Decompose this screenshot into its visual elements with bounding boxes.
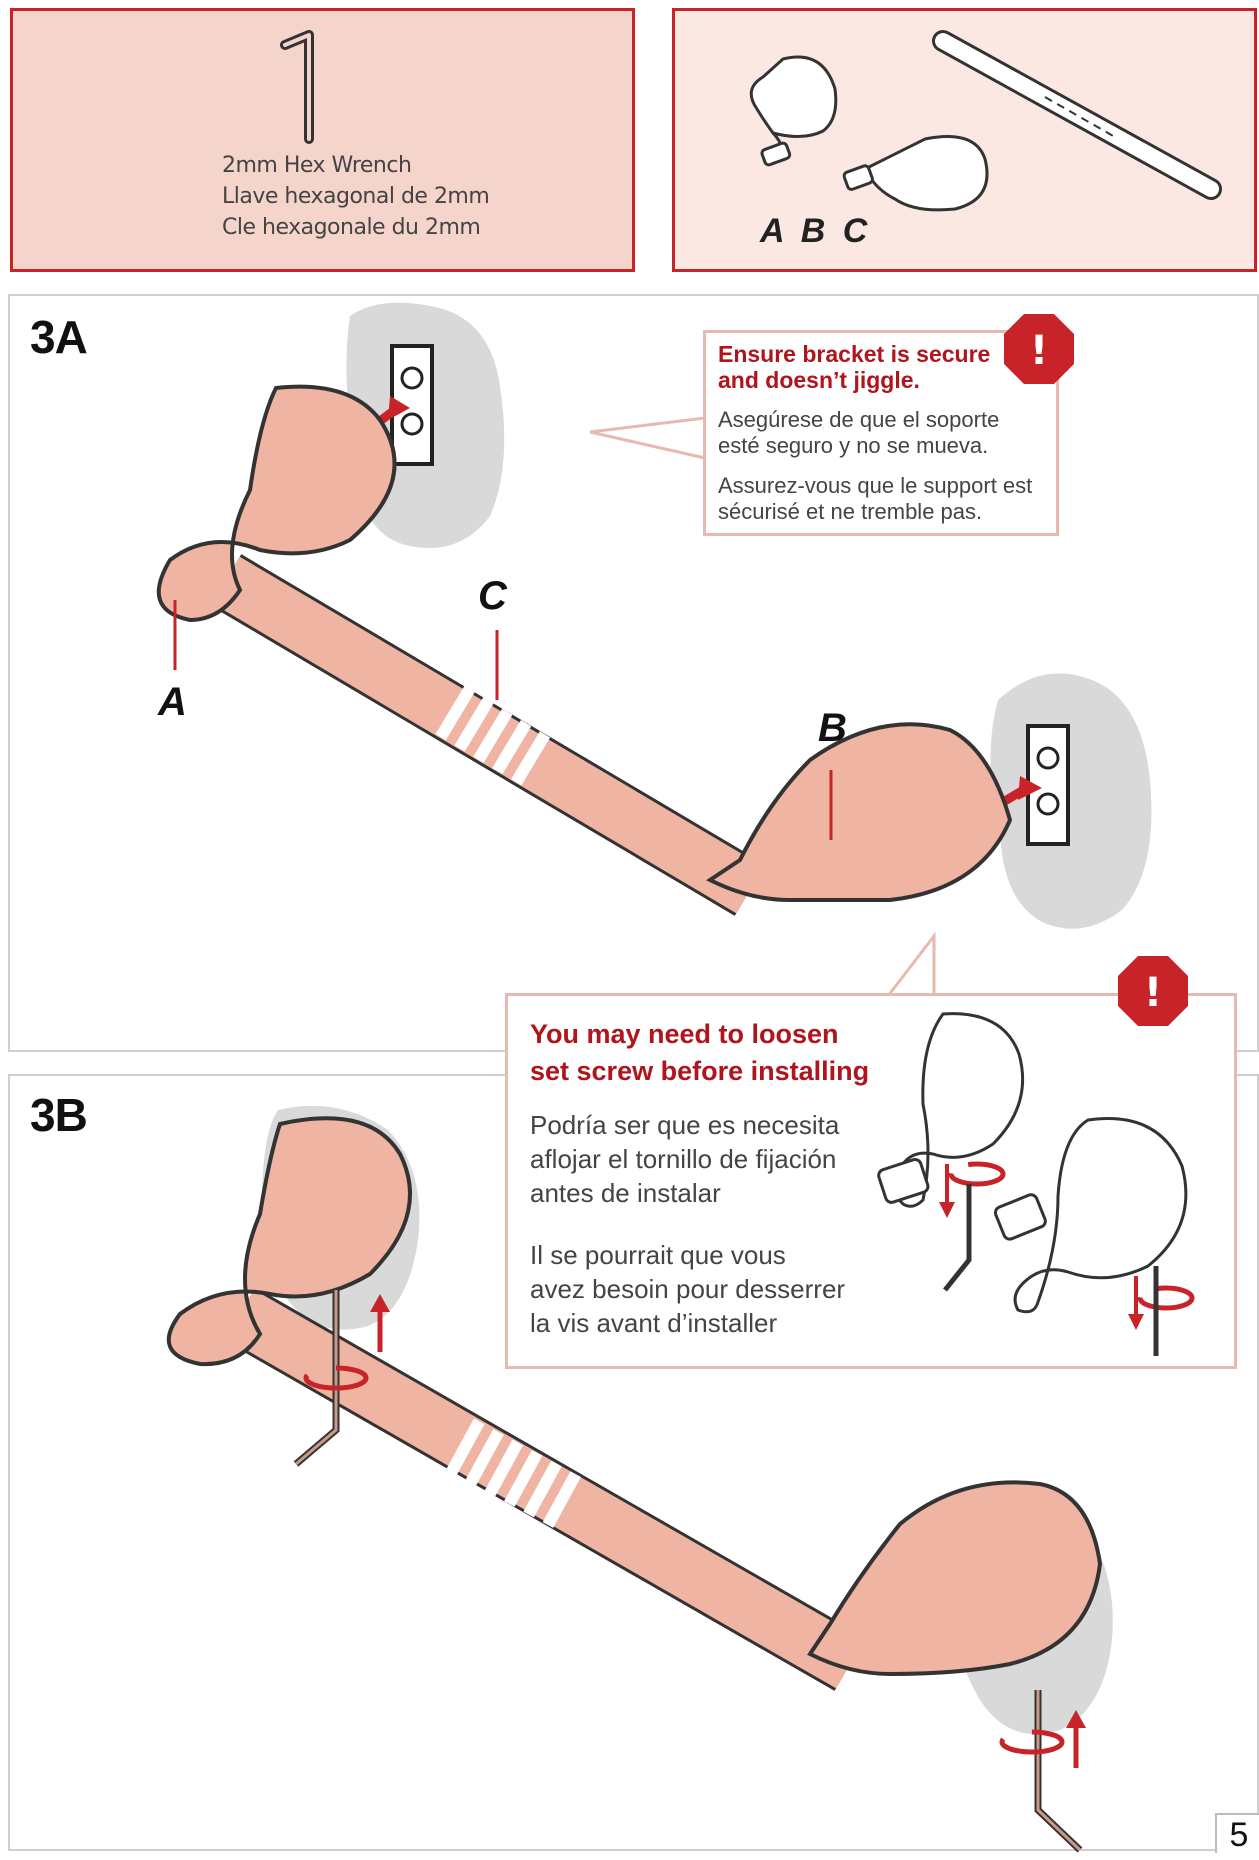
parts-box bbox=[672, 8, 1257, 272]
bracket-warning-es: Asegúrese de que el soporte esté seguro … bbox=[718, 407, 1000, 458]
step-3b-label: 3B bbox=[30, 1089, 88, 1141]
part-b-pointer bbox=[829, 770, 833, 840]
part-c-pointer bbox=[495, 630, 499, 700]
up-arrow-icon bbox=[370, 1294, 390, 1352]
callout-2-pointer bbox=[886, 931, 936, 997]
towel-bar-3a bbox=[156, 384, 1013, 916]
set-screw-es-line1: Podría ser que es necesita bbox=[530, 1110, 840, 1140]
set-screw-fr: Il se pourrait que vous avez besoin pour… bbox=[530, 1238, 845, 1340]
set-screw-warning-line1: You may need to loosen bbox=[530, 1019, 839, 1049]
rod-c-icon bbox=[932, 30, 1222, 200]
set-screw-callout: You may need to loosen set screw before … bbox=[505, 993, 1237, 1369]
wrench-label-fr: Cle hexagonale du 2mm bbox=[222, 215, 481, 240]
set-screw-warning: You may need to loosen set screw before … bbox=[530, 1016, 869, 1090]
hex-wrench-3b-left bbox=[293, 1290, 340, 1467]
post-detail-left bbox=[877, 1012, 1025, 1292]
set-screw-fr-line1: Il se pourrait que vous bbox=[530, 1240, 786, 1270]
step-3a-panel bbox=[8, 294, 1259, 1052]
post-b-icon bbox=[842, 135, 989, 212]
towel-bar-3b bbox=[166, 1116, 1103, 1691]
set-screw-es: Podría ser que es necesita aflojar el to… bbox=[530, 1108, 839, 1210]
page-number: 5 bbox=[1215, 1813, 1259, 1854]
part-a-label: A bbox=[158, 680, 187, 724]
wrench-label: 2mm Hex Wrench Llave hexagonal de 2mm Cl… bbox=[222, 150, 490, 243]
bracket-secure-callout: Ensure bracket is secure and doesn’t jig… bbox=[703, 330, 1059, 536]
set-screw-es-line3: antes de instalar bbox=[530, 1178, 721, 1208]
hex-wrench-icon bbox=[280, 30, 314, 144]
turn-arrow-icon bbox=[303, 1365, 369, 1391]
callout-1-pointer bbox=[589, 416, 706, 460]
alert-symbol-2: ! bbox=[1144, 970, 1162, 1016]
part-a-pointer bbox=[173, 600, 177, 670]
wall-mount-right bbox=[987, 673, 1152, 929]
bracket-warning-text: Ensure bracket is secure and doesn’t jig… bbox=[718, 341, 991, 393]
post-a-icon bbox=[749, 55, 838, 167]
step-3a-label: 3A bbox=[30, 311, 88, 363]
alert-symbol: ! bbox=[1030, 328, 1048, 374]
alert-octagon-icon: ! bbox=[1004, 314, 1074, 384]
post-detail-right bbox=[993, 1117, 1195, 1356]
set-screw-fr-line3: la vis avant d’installer bbox=[530, 1308, 778, 1338]
turn-arrow-icon-right bbox=[999, 1729, 1065, 1755]
up-arrow-icon-right bbox=[1066, 1710, 1086, 1768]
part-c-label: C bbox=[478, 574, 507, 618]
set-screw-warning-line2: set screw before installing bbox=[530, 1056, 870, 1086]
set-screw-es-line2: aflojar el tornillo de fijación bbox=[530, 1144, 837, 1174]
parts-labels: A B C bbox=[760, 212, 872, 250]
set-screw-fr-line2: avez besoin pour desserrer bbox=[530, 1274, 846, 1304]
bracket-warning-fr: Assurez-vous que le support est sécurisé… bbox=[718, 473, 1033, 524]
wrench-label-es: Llave hexagonal de 2mm bbox=[222, 184, 490, 209]
part-b-label: B bbox=[818, 706, 847, 750]
alert-octagon-icon-2: ! bbox=[1118, 956, 1188, 1026]
wrench-label-en: 2mm Hex Wrench bbox=[222, 153, 412, 178]
tool-required-box bbox=[10, 8, 635, 272]
